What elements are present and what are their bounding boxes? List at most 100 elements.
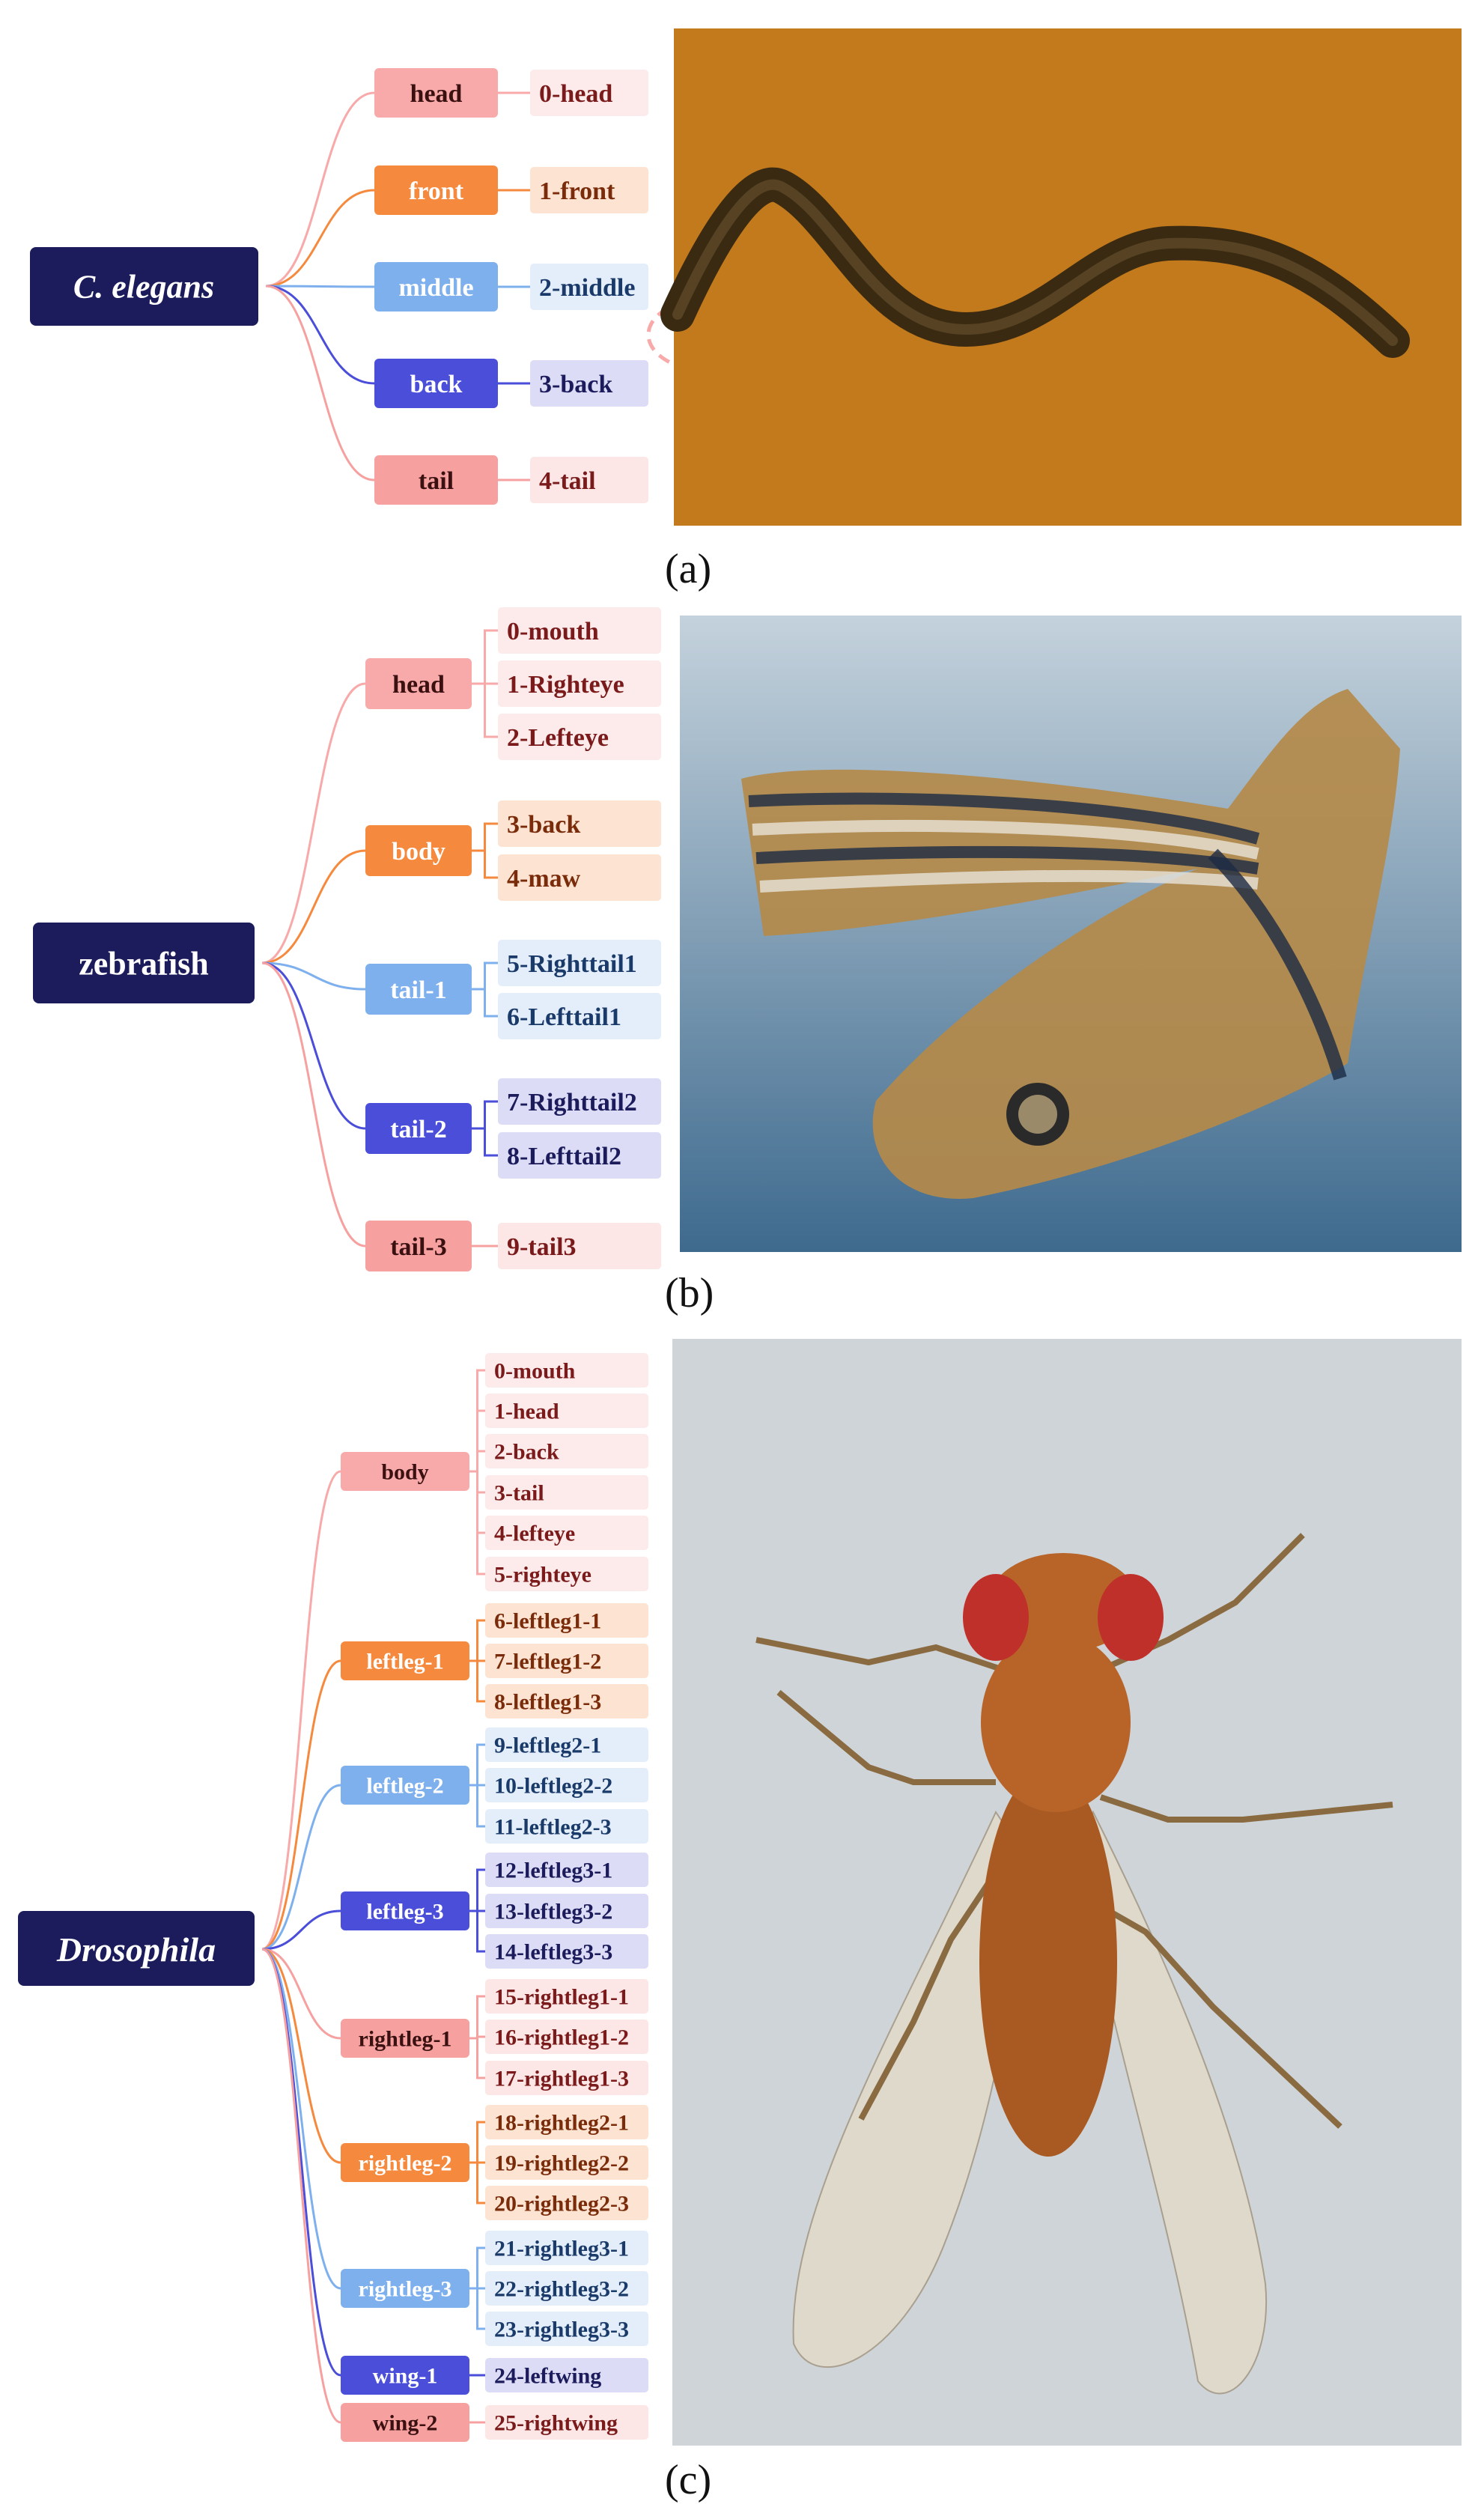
fish-stripe [1208,848,1347,1081]
leaf-connector [469,1619,485,1662]
leaf-node [485,2405,648,2440]
fly-right-eye [1098,1574,1164,1661]
leaf-node-label: 7-Righttail2 [507,1089,637,1116]
tree-connector [261,1948,341,2164]
fly-right-wing [1077,1810,1268,2395]
leaf-connector [472,1127,498,1157]
leaf-node-label: 15-rightleg1-1 [494,1985,629,2010]
leaf-node-label: 9-tail3 [507,1233,577,1261]
fish-stripe [752,819,1259,860]
leaf-node [485,1557,648,1591]
group-node-label: leftleg-1 [366,1650,443,1674]
group-node [341,1641,469,1680]
zebrafish-photo [680,616,1462,1252]
group-node [341,2269,469,2308]
leaf-node [498,1132,661,1179]
leaf-node [485,1809,648,1844]
group-node [341,2143,469,2182]
group-node [365,1103,472,1154]
group-node [341,2019,469,2058]
fish-stripe [748,792,1260,845]
fly-leg [1099,1794,1393,1823]
leaf-node-label: 9-leftleg2-1 [494,1733,601,1758]
fly-left-eye [963,1574,1029,1661]
leaf-node [485,1516,648,1550]
leaf-node-label: 24-leftwing [494,2364,601,2389]
leaf-node-label: 21-rightleg3-1 [494,2237,629,2261]
leaf-connector [469,2287,485,2330]
root-node-label: Drosophila [56,1930,216,1969]
leaf-node [485,1353,648,1388]
leaf-node [485,2271,648,2306]
group-node-label: front [409,177,464,205]
leaf-node [485,2231,648,2265]
leaf-connector [469,1995,485,2040]
leaf-node-label: 2-back [494,1440,559,1465]
leaf-node-label: 1-front [539,177,615,205]
tree-connector [261,1659,341,1951]
tree-connector [261,1784,341,1951]
leaf-node-label: 8-leftleg1-3 [494,1690,601,1715]
leaf-connector [472,822,498,852]
root-node [18,1911,255,1986]
group-node-label: wing-1 [373,2364,438,2389]
leaf-connector [469,2246,485,2290]
root-node-label: zebrafish [79,945,209,982]
fish-eye-iris [1018,1095,1057,1134]
group-node-label: leftleg-2 [366,1774,443,1799]
leaf-node-label: 3-back [507,811,580,839]
tree-connector [265,285,375,288]
leaf-node [485,1894,648,1928]
group-node-label: back [410,371,463,398]
tree-connector [261,1909,341,1951]
leaf-node-label: 13-leftleg3-2 [494,1900,612,1924]
group-node-label: rightleg-2 [359,2151,452,2176]
group-node-label: rightleg-1 [359,2027,452,2052]
tree-connector [265,285,375,385]
leaf-node-label: 19-rightleg2-2 [494,2151,629,2176]
c-elegans-photo [660,28,1462,526]
tree-connector [265,189,375,288]
leaf-connector [472,1100,498,1130]
leaf-node [530,264,648,310]
leaf-connector [469,2161,485,2204]
panel-label: (c) [665,2457,711,2503]
group-node [341,2356,469,2395]
leaf-connector [469,2121,485,2164]
leaf-node-label: 2-middle [539,274,635,302]
leaf-node-label: 5-Righttail1 [507,950,637,978]
group-node [365,658,472,709]
tree-connector [261,849,366,964]
leaf-node [485,1434,648,1468]
panel-label: (a) [665,546,711,592]
leaf-connector [469,2037,485,2079]
group-node [365,825,472,876]
leaf-node [485,2145,648,2180]
leaf-node [485,2358,648,2392]
leaf-node-label: 18-rightleg2-1 [494,2111,629,2136]
leaf-node-label: 4-lefteye [494,1522,575,1546]
leaf-node [530,360,648,407]
leaf-node-label: 14-leftleg3-3 [494,1940,612,1965]
leaf-node [530,457,648,503]
leaf-node-label: 4-tail [539,467,596,495]
leaf-node [498,1078,661,1125]
group-node-label: rightleg-3 [359,2277,452,2302]
leaf-node-label: 8-Lefttail2 [507,1143,621,1170]
group-node [341,1452,469,1491]
leaf-connector [472,629,498,685]
leaf-node-label: 22-rightleg3-2 [494,2277,629,2302]
tree-connector [261,961,366,991]
leaf-node [485,2105,648,2139]
group-node-label: tail [419,467,454,495]
fly-thorax [981,1632,1131,1812]
leaf-connector [469,1868,485,1912]
group-node [365,964,472,1015]
group-node-label: tail-3 [390,1233,447,1261]
leaf-node-label: 1-head [494,1400,559,1424]
leaf-node [530,167,648,213]
leaf-node-label: 4-maw [507,865,581,893]
leaf-node-label: 3-tail [494,1481,544,1506]
leaf-node [485,1853,648,1887]
